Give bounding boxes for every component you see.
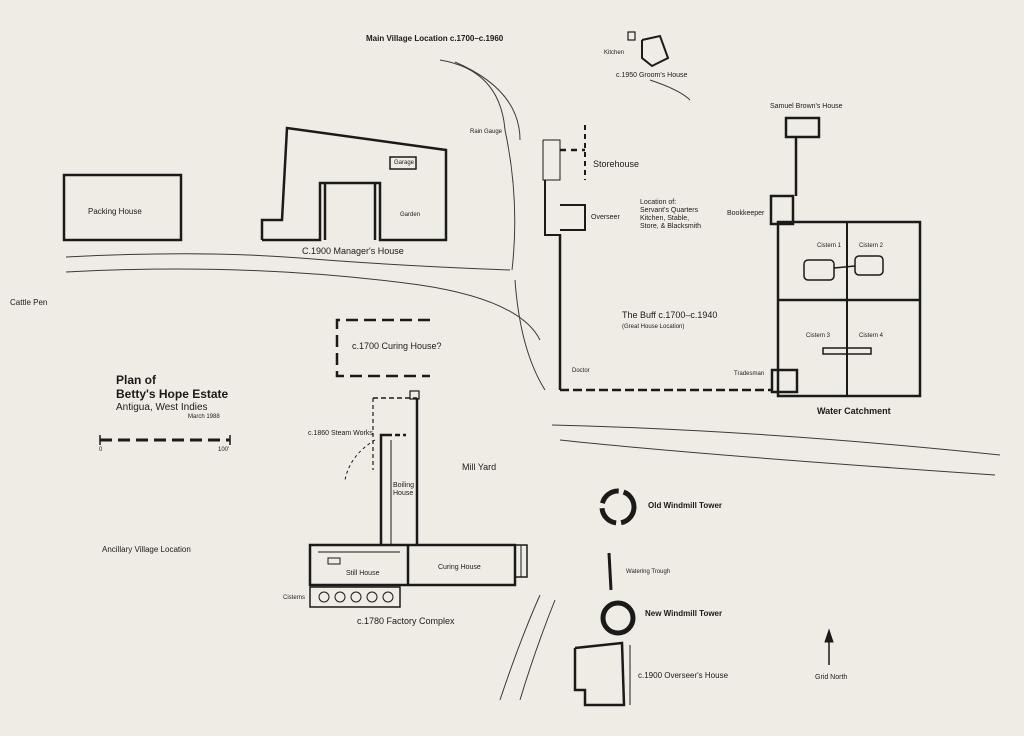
- ancillary-village-label: Ancillary Village Location: [102, 545, 191, 554]
- road-east-lower: [559, 439, 996, 476]
- grid-north-label: Grid North: [815, 674, 848, 681]
- the-buff-enclosure: [560, 368, 799, 394]
- roads: [65, 59, 1001, 701]
- grooms-house-building: [627, 31, 670, 68]
- cisterns-label: Cisterns: [283, 595, 306, 601]
- samuel-browns-house-building: [769, 116, 821, 226]
- road-east-upper: [551, 424, 1001, 456]
- scale-start-label: 0: [99, 447, 103, 453]
- scale-end-label: 100': [218, 447, 230, 453]
- plan-title-line-3: Antigua, West Indies: [116, 401, 208, 413]
- great-house-label: (Great House Location): [622, 324, 685, 330]
- cistern-1-label: Cistern 1: [817, 243, 842, 249]
- overseers-house-label: c.1900 Overseer's House: [638, 671, 729, 680]
- boiling-house-structure: [344, 390, 420, 545]
- road-main-upper: [65, 253, 511, 271]
- old-curing-house-label: c.1700 Curing House?: [352, 341, 442, 351]
- managers-house-building: [260, 126, 448, 242]
- tradesman-label: Tradesman: [734, 371, 765, 377]
- road-main-lower: [65, 268, 541, 341]
- cistern-2-label: Cistern 2: [859, 243, 884, 249]
- boiling-house-label: Boiling House: [393, 482, 415, 498]
- bookkeeper-label: Bookkeeper: [727, 210, 765, 217]
- north-arrow-icon: [824, 628, 834, 665]
- packing-house-label: Packing House: [88, 207, 142, 216]
- road-village-east: [454, 61, 521, 141]
- watering-trough-mark: [607, 552, 613, 591]
- factory-complex-structure: [308, 543, 528, 608]
- water-catchment-structure: [776, 220, 922, 398]
- garage-building: [389, 156, 417, 170]
- cattle-pen-label: Cattle Pen: [10, 298, 48, 307]
- cistern-3-label: Cistern 3: [806, 333, 831, 339]
- curing-house-label: Curing House: [438, 564, 481, 571]
- garage-label: Garage: [394, 160, 415, 166]
- plan-title: Plan of Betty's Hope Estate Antigua, Wes…: [116, 373, 228, 414]
- road-village-west: [439, 59, 516, 271]
- still-house-label: Still House: [346, 570, 380, 577]
- old-windmill-label: Old Windmill Tower: [648, 501, 722, 510]
- plan-title-line-1: Plan of: [116, 373, 157, 387]
- overseer-label: Overseer: [591, 214, 620, 221]
- grooms-house-label: c.1950 Groom's House: [616, 72, 688, 79]
- scale-bar: [99, 435, 231, 445]
- old-windmill-tower-mark: [599, 488, 637, 526]
- doctor-label: Doctor: [572, 368, 590, 374]
- water-catchment-label: Water Catchment: [817, 406, 891, 416]
- plan-title-line-2: Betty's Hope Estate: [116, 387, 229, 402]
- storehouse-structure: [542, 125, 586, 390]
- watering-trough-label: Watering Trough: [626, 569, 671, 575]
- road-south-b: [519, 599, 556, 701]
- new-windmill-tower-mark: [600, 600, 636, 636]
- location-of-label: Location of: Servant's Quarters Kitchen,…: [640, 199, 702, 231]
- cistern-4-label: Cistern 4: [859, 333, 884, 339]
- samuel-browns-house-label: Samuel Brown's House: [770, 103, 843, 110]
- mill-yard-label: Mill Yard: [462, 462, 497, 472]
- managers-house-label: C.1900 Manager's House: [302, 246, 404, 256]
- main-village-label: Main Village Location c.1700–c.1960: [366, 34, 504, 43]
- packing-house-building: [62, 173, 183, 242]
- new-windmill-label: New Windmill Tower: [645, 609, 723, 618]
- steam-works-label: c.1860 Steam Works: [308, 430, 373, 437]
- road-grooms: [649, 79, 691, 101]
- road-central: [514, 279, 546, 391]
- old-curing-house-outline: [335, 318, 430, 378]
- the-buff-label: The Buff c.1700–c.1940: [622, 310, 718, 320]
- rain-gauge-label: Rain Gauge: [470, 129, 503, 135]
- road-south-a: [499, 594, 541, 701]
- kitchen-label: Kitchen: [604, 50, 625, 56]
- factory-complex-label: c.1780 Factory Complex: [357, 616, 455, 626]
- plan-date: March 1988: [188, 414, 220, 420]
- storehouse-label: Storehouse: [593, 159, 640, 169]
- garden-label: Garden: [400, 212, 421, 218]
- overseers-house-building: [573, 641, 626, 707]
